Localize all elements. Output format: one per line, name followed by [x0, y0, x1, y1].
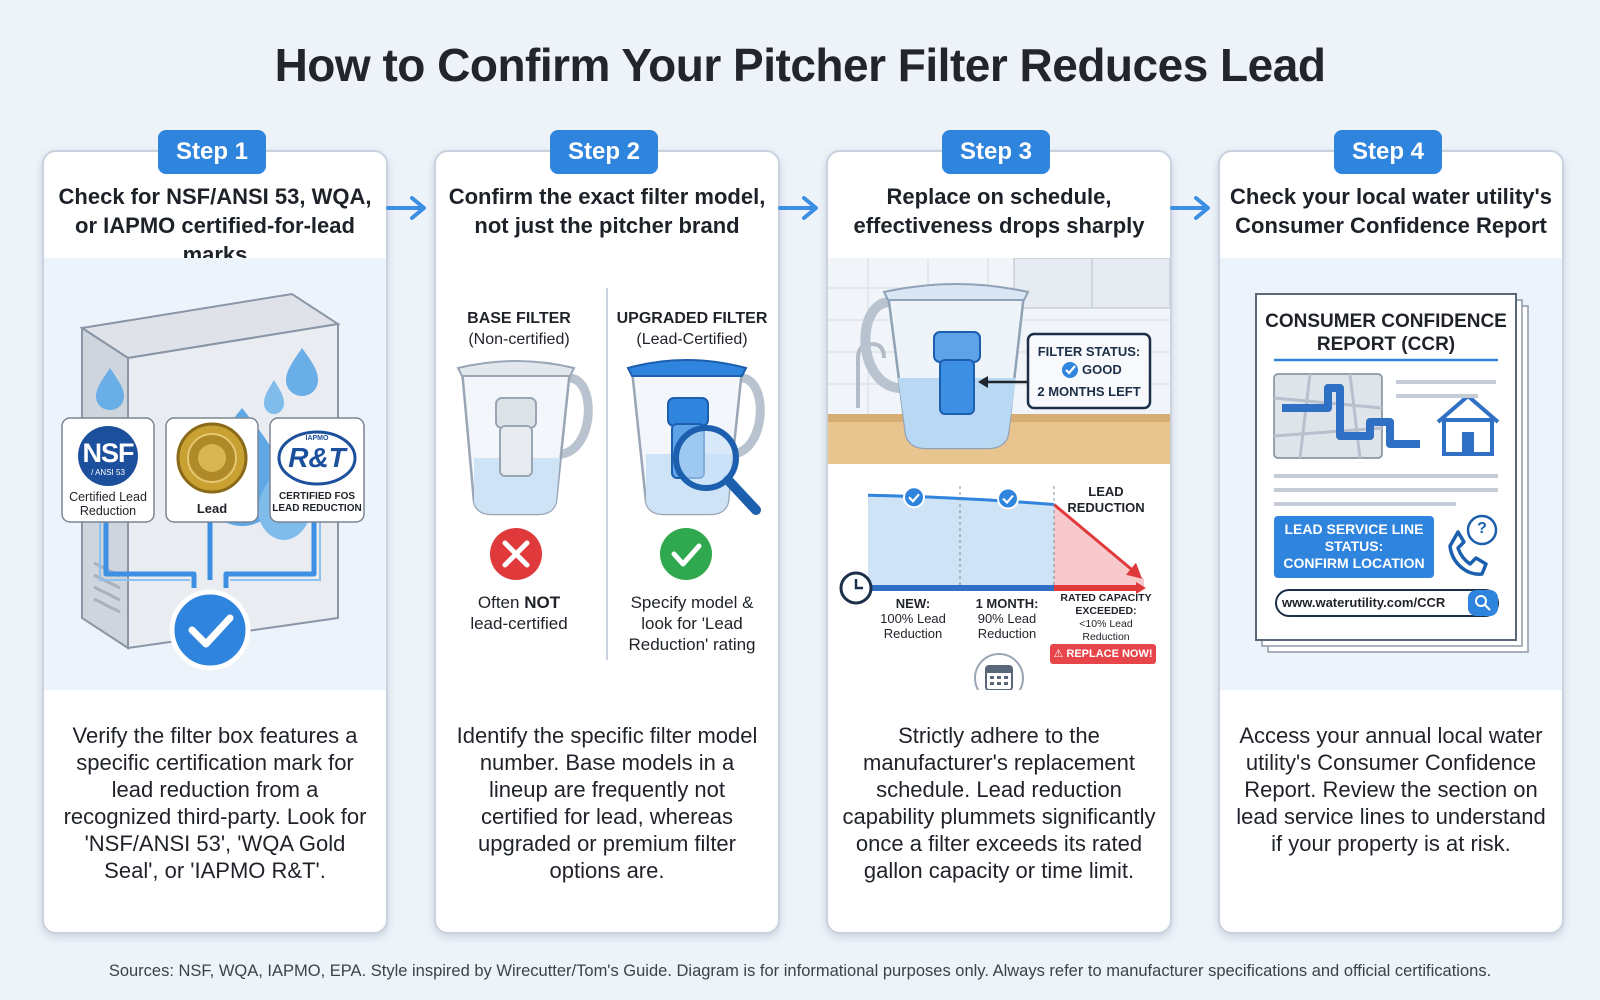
check-marker-1 [903, 486, 925, 509]
drop-arrow [1126, 562, 1142, 579]
timeline-good [868, 585, 1054, 591]
question-mark: ? [1477, 520, 1487, 537]
filter-status-remaining: 2 MONTHS LEFT [1037, 384, 1141, 399]
iapmo-logo: R&T [288, 442, 346, 473]
step-2-card: Confirm the exact filter model, not just… [434, 150, 780, 934]
next-arrow-icon [386, 196, 426, 220]
check-mark-1 [908, 493, 920, 503]
nsf-logo: NSF [82, 438, 135, 468]
next-arrow-icon [778, 196, 818, 220]
step-2-body: Identify the specific filter model numbe… [456, 723, 758, 883]
step-4-heading: Check your local water utility's Consume… [1230, 184, 1552, 238]
nsf-standard: / ANSI 53 [91, 468, 125, 477]
replace-now-alert: ⚠ REPLACE NOW! [1050, 644, 1156, 664]
next-arrow-icon [1170, 196, 1210, 220]
iapmo-top: IAPMO [305, 435, 329, 442]
step-3-card: Replace on schedule, effectiveness drops… [826, 150, 1172, 934]
step-1-badge: Step 1 [158, 130, 266, 174]
step-1-card: Check for NSF/ANSI 53, WQA, or IAPMO cer… [42, 150, 388, 934]
phone-question-icon [1448, 514, 1498, 576]
check-circle-icon [660, 528, 712, 580]
x-circle-icon [490, 528, 542, 580]
filter-status-label: FILTER STATUS: [1037, 344, 1141, 359]
pitcher-icon [860, 283, 1030, 450]
wqa-label: Lead [196, 501, 228, 516]
step-3-heading: Replace on schedule, effectiveness drops… [853, 184, 1145, 238]
check-mark-2 [1002, 494, 1014, 505]
clock-hands [854, 579, 863, 590]
filter-box-icon [61, 292, 365, 671]
line-exceeded [1053, 503, 1139, 576]
upgraded-filter-heading: UPGRADED FILTER(Lead-Certified) [616, 310, 768, 348]
ccr-url-field[interactable]: www.waterutility.com/CCR [1282, 595, 1446, 610]
map-pipe-icon [1273, 373, 1420, 459]
step-2-illustration: BASE FILTER(Non-certified) UPGRADED FILT… [436, 258, 778, 690]
step-3-badge: Step 3 [942, 130, 1050, 174]
step-4-card: Check your local water utility's Consume… [1218, 150, 1564, 934]
base-filter-heading: BASE FILTER(Non-certified) [467, 310, 571, 348]
step-4-badge: Step 4 [1334, 130, 1442, 174]
step-2-heading: Confirm the exact filter model, not just… [448, 184, 766, 238]
page-title: How to Confirm Your Pitcher Filter Reduc… [274, 39, 1326, 91]
magnifier-icon [673, 425, 761, 515]
check-marker-2 [997, 487, 1019, 510]
step-1-heading: Check for NSF/ANSI 53, WQA, or IAPMO cer… [58, 184, 372, 267]
area-exceeded [1054, 504, 1144, 588]
area-certified [868, 495, 1054, 588]
step-4-body: Access your annual local water utility's… [1236, 723, 1546, 856]
step-1-body: Verify the filter box features a specifi… [63, 723, 367, 883]
timeline-arrow [1136, 582, 1146, 594]
search-icon [1468, 590, 1498, 616]
base-pitcher-icon [456, 360, 593, 516]
filter-status-state: GOOD [1082, 362, 1122, 377]
lead-reduction-chart [839, 486, 1146, 605]
step-2-badge: Step 2 [550, 130, 658, 174]
calendar-icon [974, 653, 1024, 703]
sources-footnote: Sources: NSF, WQA, IAPMO, EPA. Style ins… [108, 962, 1492, 980]
step-3-body: Strictly adhere to the manufacturer's re… [842, 723, 1156, 883]
timeline-bad [1054, 585, 1138, 591]
